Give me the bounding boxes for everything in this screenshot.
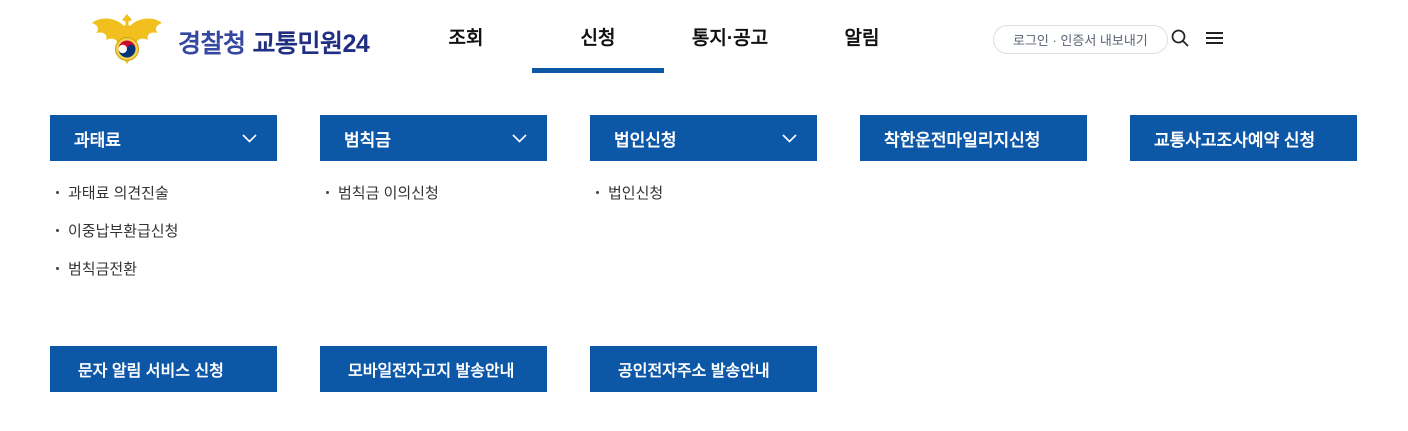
menu-column-header-2[interactable]: 법인신청 <box>590 115 817 161</box>
menu-sub-item-0-1[interactable]: 이중납부환급신청 <box>50 211 277 249</box>
menu-sub-list: 과태료 의견진술 이중납부환급신청 범칙금전환 <box>50 173 277 287</box>
menu-column-header-0[interactable]: 과태료 <box>50 115 277 161</box>
logo-service: 교통민원24 <box>252 29 370 58</box>
menu-sub-item-2-0[interactable]: 법인신청 <box>590 173 817 211</box>
menu-sub-item-label: 범칙금 이의신청 <box>338 184 439 202</box>
nav-tab-label: 통지·공고 <box>691 28 769 49</box>
menu-column-3: 착한운전마일리지신청 <box>860 115 1087 287</box>
menu-sub-item-1-0[interactable]: 범칙금 이의신청 <box>320 173 547 211</box>
menu-footer-row: 문자 알림 서비스 신청 모바일전자고지 발송안내 공인전자주소 발송안내 <box>50 346 817 392</box>
logo-agency: 경찰청 <box>178 29 246 58</box>
chevron-down-icon <box>512 128 527 148</box>
main-nav: 조회 신청 통지·공고 알림 <box>400 0 928 73</box>
menu-sub-item-label: 과태료 의견진술 <box>68 184 169 202</box>
menu-footer-button-0[interactable]: 문자 알림 서비스 신청 <box>50 346 277 392</box>
police-emblem-icon <box>90 13 164 70</box>
menu-column-title: 교통사고조사예약 신청 <box>1154 130 1316 150</box>
search-icon[interactable] <box>1170 28 1190 48</box>
nav-tab-3[interactable]: 알림 <box>796 0 928 73</box>
menu-column-title: 과태료 <box>74 130 121 150</box>
nav-tab-2[interactable]: 통지·공고 <box>664 0 796 73</box>
menu-column-header-1[interactable]: 범칙금 <box>320 115 547 161</box>
menu-footer-button-label: 모바일전자고지 발송안내 <box>348 363 515 380</box>
menu-sub-list: 범칙금 이의신청 <box>320 173 547 211</box>
menu-column-2: 법인신청 법인신청 <box>590 115 817 287</box>
menu-sub-item-label: 범칙금전환 <box>68 260 138 278</box>
nav-tab-label: 조회 <box>448 28 484 49</box>
menu-column-title: 법인신청 <box>614 130 677 150</box>
menu-sub-item-0-0[interactable]: 과태료 의견진술 <box>50 173 277 211</box>
menu-column-header-4[interactable]: 교통사고조사예약 신청 <box>1130 115 1357 161</box>
menu-sub-item-0-2[interactable]: 범칙금전환 <box>50 249 277 287</box>
menu-footer-button-label: 문자 알림 서비스 신청 <box>78 363 224 380</box>
menu-sub-list: 법인신청 <box>590 173 817 211</box>
menu-columns-row: 과태료 과태료 의견진술 이중납부환급신청 범칙금전환 범칙금 범칙금 이의신청 <box>50 115 1357 287</box>
menu-sub-item-label: 이중납부환급신청 <box>68 222 179 240</box>
nav-tab-1[interactable]: 신청 <box>532 0 664 73</box>
menu-column-title: 착한운전마일리지신청 <box>884 130 1041 150</box>
chevron-down-icon <box>242 128 257 148</box>
menu-footer-button-1[interactable]: 모바일전자고지 발송안내 <box>320 346 547 392</box>
nav-tab-label: 신청 <box>580 28 616 49</box>
menu-column-0: 과태료 과태료 의견진술 이중납부환급신청 범칙금전환 <box>50 115 277 287</box>
menu-column-1: 범칙금 범칙금 이의신청 <box>320 115 547 287</box>
menu-footer-button-label: 공인전자주소 발송안내 <box>618 363 770 380</box>
menu-column-4: 교통사고조사예약 신청 <box>1130 115 1357 287</box>
menu-column-title: 범칙금 <box>344 130 391 150</box>
nav-tab-label: 알림 <box>844 28 880 49</box>
nav-tab-0[interactable]: 조회 <box>400 0 532 73</box>
menu-footer-button-2[interactable]: 공인전자주소 발송안내 <box>590 346 817 392</box>
menu-sub-item-label: 법인신청 <box>608 184 664 202</box>
menu-column-header-3[interactable]: 착한운전마일리지신청 <box>860 115 1087 161</box>
hamburger-menu-icon[interactable] <box>1206 31 1223 45</box>
login-export-cert-button[interactable]: 로그인 · 인증서 내보내기 <box>993 25 1168 54</box>
chevron-down-icon <box>782 128 797 148</box>
